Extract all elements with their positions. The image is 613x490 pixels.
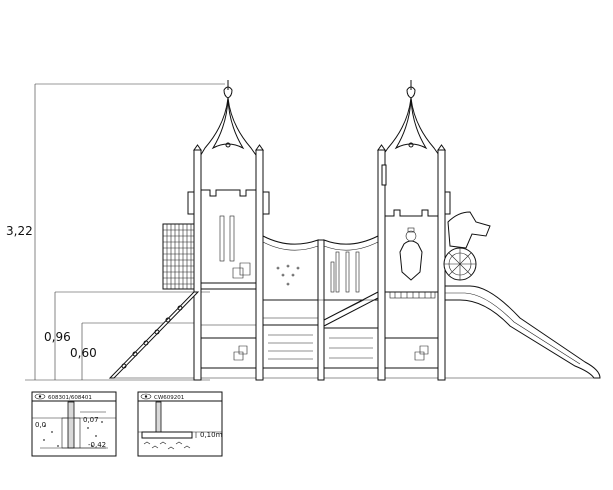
platform-low-label: 0,60 — [70, 346, 97, 360]
dimension-lines — [25, 83, 225, 381]
detail-right-code: CW609201 — [154, 395, 184, 401]
platform-high-label: 0,96 — [44, 330, 71, 344]
foundation-detail-right: CW609201 0,10m — [137, 391, 223, 457]
detail-left-code: 608301/608401 — [48, 395, 92, 401]
eye-icon — [38, 395, 42, 398]
left-tower — [187, 80, 270, 381]
total-height-label: 3,22 — [6, 224, 33, 238]
level-ground-label: 0,0 — [35, 421, 46, 429]
climbing-ramp — [108, 291, 200, 379]
depth-label: 0,10m — [200, 431, 223, 439]
level-top-label: 0,07 — [83, 416, 99, 424]
right-tower — [377, 80, 451, 381]
slide — [444, 285, 601, 379]
eye-icon — [144, 395, 148, 398]
side-wheel-ornament — [443, 211, 491, 281]
foundation-detail-left: 608301/608401 0,0 0,07 -0,42 — [31, 391, 117, 457]
center-bridge — [262, 235, 379, 381]
climbing-net — [162, 223, 195, 290]
level-bottom-label: -0,42 — [88, 441, 106, 449]
